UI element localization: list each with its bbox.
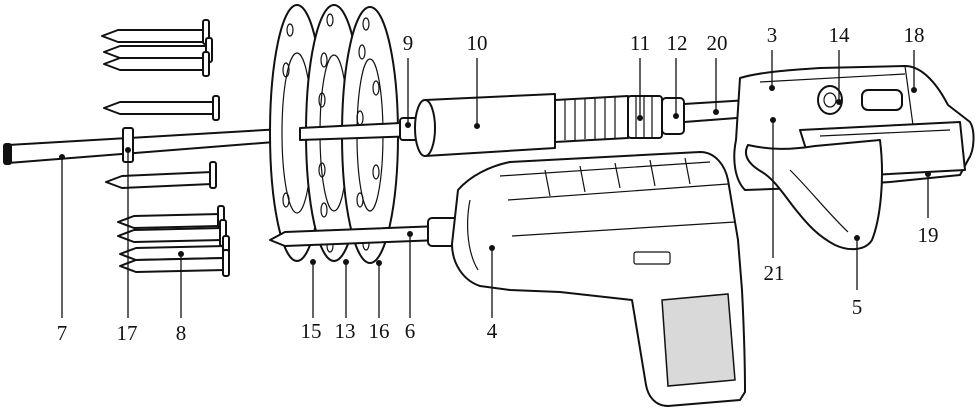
part-10-cylinder — [414, 93, 556, 157]
label-19: 19 — [918, 223, 939, 247]
label-15: 15 — [301, 319, 322, 343]
label-8: 8 — [176, 321, 187, 345]
part-4-driver — [451, 151, 746, 407]
label-20: 20 — [707, 31, 728, 55]
label-12: 12 — [667, 31, 688, 55]
label-13: 13 — [335, 319, 356, 343]
part-7-long-rod — [3, 127, 301, 165]
label-21: 21 — [764, 261, 785, 285]
leader-lines — [59, 50, 931, 318]
label-7: 7 — [57, 321, 68, 345]
label-18: 18 — [904, 23, 925, 47]
label-17: 17 — [117, 321, 138, 345]
label-5: 5 — [852, 295, 863, 319]
label-10: 10 — [467, 31, 488, 55]
label-14: 14 — [829, 23, 851, 47]
part-6-lower-shaft — [269, 217, 459, 247]
part-14-ring — [817, 85, 903, 115]
label-4: 4 — [487, 319, 498, 343]
part-8-screws — [101, 19, 230, 277]
part-5-clip — [744, 139, 884, 251]
part-labels: 7 17 8 15 13 16 6 4 9 10 11 12 20 3 14 1… — [57, 23, 939, 345]
label-3: 3 — [767, 23, 778, 47]
label-9: 9 — [403, 31, 414, 55]
label-11: 11 — [630, 31, 650, 55]
label-16: 16 — [369, 319, 390, 343]
label-6: 6 — [405, 319, 416, 343]
part-11-gear — [554, 95, 663, 143]
